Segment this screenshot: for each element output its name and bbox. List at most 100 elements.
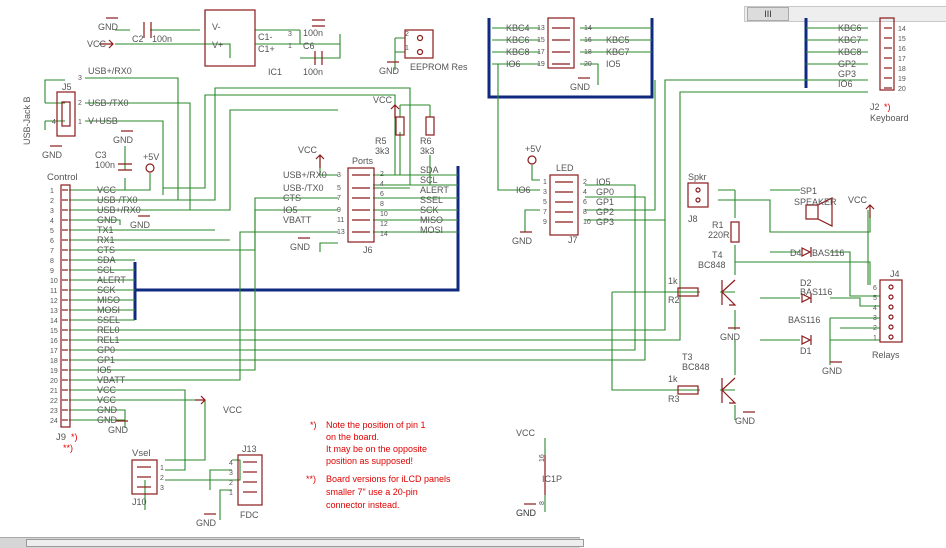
led-pin-number: 7	[543, 209, 547, 216]
fdc-pin-number: 1	[229, 490, 233, 497]
t4-value: BC848	[698, 260, 726, 270]
d4-ref: D4	[790, 248, 802, 258]
c6-symbol	[314, 51, 323, 65]
ic1p-ref: IC1P	[542, 474, 562, 484]
ic1-ref: IC1	[268, 67, 282, 77]
ports-right-label: ALERT	[420, 185, 449, 195]
kbmid-left-label: KBC6	[506, 35, 530, 45]
control-pin-number: 2	[50, 198, 54, 205]
r3-value: 1k	[668, 374, 678, 384]
horizontal-scrollbar-top[interactable]	[744, 6, 946, 22]
relay-pin-number: 5	[873, 295, 877, 302]
control-mark: *)	[71, 432, 78, 442]
control-pin-number: 20	[50, 378, 58, 385]
usb-ref: J5	[62, 82, 72, 92]
control-signal-label: REL1	[97, 335, 120, 345]
usb-pin-number: 1	[78, 119, 82, 126]
control-pin-number: 7	[50, 248, 54, 255]
scrollbar-thumb[interactable]	[26, 539, 584, 547]
bus-keyboard-mid	[487, 18, 654, 99]
relay-pin	[888, 304, 894, 310]
scrollbar-grip[interactable]: III	[747, 7, 789, 21]
note-1-line: Note the position of pin 1	[326, 420, 426, 430]
led-pin-number: 6	[583, 199, 587, 206]
ports-right-label: MISO	[420, 215, 443, 225]
kbmid-rows: KBC4KBC6KBC8IO61315171914161820KBC5KBC7I…	[506, 23, 630, 69]
eeprom-label: EEPROM Res	[410, 62, 468, 72]
ic1p-pin: 16	[539, 454, 546, 462]
control-pin-number: 12	[50, 298, 58, 305]
control-pin-number: 13	[50, 308, 58, 315]
ports-pin-number: 12	[380, 221, 388, 228]
fdc-header-body	[237, 454, 263, 506]
vsel-pin-number: 3	[160, 485, 164, 492]
usb-jack-body	[56, 91, 76, 137]
control-pin-number: 9	[50, 268, 54, 275]
plus5v-label: +5V	[525, 144, 541, 154]
relays-ref: J4	[890, 269, 900, 279]
keyboard-right-title: Keyboard	[870, 113, 909, 123]
vcc-label: VCC	[223, 405, 243, 415]
control-signal-label: SCL	[97, 265, 115, 275]
led-right-label: IO5	[596, 177, 611, 187]
relays-header-body	[879, 279, 903, 343]
control-signal-label: VBATT	[97, 375, 126, 385]
sp1-ref: SP1	[800, 186, 817, 196]
kbright-pin-number: 17	[898, 56, 906, 63]
led-pin-number: 1	[543, 179, 547, 186]
eeprom-pin-number: 1	[405, 45, 409, 52]
control-pin-number: 21	[50, 388, 58, 395]
vcc-label: VCC	[87, 39, 107, 49]
r2-ref: R2	[668, 295, 680, 305]
control-pin-number: 3	[50, 208, 54, 215]
ports-pin-number: 8	[380, 201, 384, 208]
c5-symbol	[312, 19, 325, 27]
ic1-pin-label: C1+	[258, 44, 275, 54]
control-signal-label: VCC	[97, 395, 117, 405]
vcc-label: VCC	[848, 195, 868, 205]
led-pin-number: 5	[543, 199, 547, 206]
r6-value: 3k3	[420, 146, 435, 156]
control-signal-label: GP1	[97, 355, 115, 365]
vsel-pin-number: 2	[160, 475, 164, 482]
d1-symbol	[801, 335, 812, 345]
gnd-label: GND	[516, 508, 537, 518]
spkr-ref: J8	[688, 214, 698, 224]
ic1-pin-number: 1	[288, 43, 292, 50]
led-pin-number: 8	[583, 209, 587, 216]
usb-jack-inner	[61, 101, 71, 127]
usb-side-label: USB-Jack B	[22, 96, 32, 145]
note-1-line: It may be on the opposite	[326, 444, 427, 454]
ports-right-label: SCK	[420, 205, 439, 215]
kbright-pin-number: 15	[898, 36, 906, 43]
ports-pin-number: 4	[380, 181, 384, 188]
ports-pin-number: 7	[337, 195, 341, 202]
vsel-rows: 123	[137, 465, 164, 492]
spkr-pin	[695, 187, 701, 193]
gnd-label: GND	[822, 366, 843, 376]
control-signal-label: GND	[97, 405, 118, 415]
vsel-header-body	[131, 459, 158, 495]
ports-left-label: USB+/RX0	[283, 170, 327, 180]
usb-signal: V+USB	[88, 116, 118, 126]
keyboard-mid-body	[547, 17, 575, 69]
control-pin-number: 1	[50, 188, 54, 195]
ports-pin-number: 9	[337, 207, 341, 214]
control-pin-number: 6	[50, 238, 54, 245]
gnd-label: GND	[735, 416, 756, 426]
r5-value: 3k3	[375, 146, 390, 156]
kbmid-pin-number: 19	[537, 61, 545, 68]
ports-pin-number: 6	[380, 191, 384, 198]
note-2-line: smaller 7" use a 20-pin	[326, 487, 418, 497]
control-signal-label: SDA	[97, 255, 116, 265]
kbmid-left-label: KBC8	[506, 47, 530, 57]
control-signal-label: REL0	[97, 325, 120, 335]
speaker-symbol	[805, 197, 833, 227]
control-signal-label: IO5	[97, 365, 112, 375]
usb-pin-number: 2	[78, 100, 82, 107]
led-left-label: IO6	[516, 185, 531, 195]
kbright-pin-number: 14	[898, 26, 906, 33]
kbright-label: GP3	[838, 69, 856, 79]
c2-value: 100n	[152, 34, 172, 44]
